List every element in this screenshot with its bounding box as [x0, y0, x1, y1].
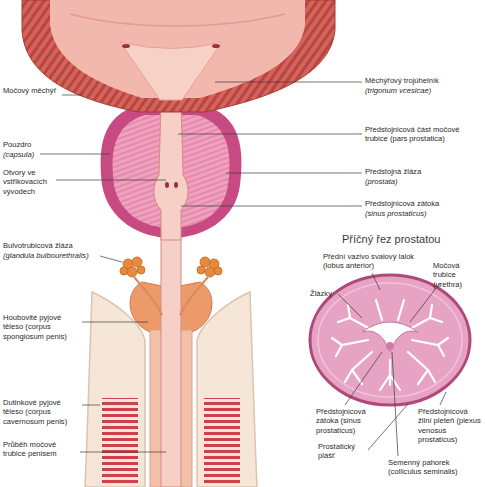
colliculus: [386, 342, 394, 350]
part-label: Měchýřový trojúhelník: [365, 76, 480, 85]
part-label: Žlázky: [310, 289, 340, 298]
part-label: Houbovité pyjové těleso (corpus spongios…: [3, 313, 81, 341]
part-label: (trigonum vcesicae): [365, 86, 480, 95]
cross-section-glands: [332, 300, 448, 390]
part-label: (glandula bulbourethralis): [3, 251, 103, 260]
part-label: Bulvotrubicová žláza: [3, 241, 103, 250]
ureter-opening: [122, 44, 130, 48]
part-label: Dutinkové pyjové těleso (corpus cavernos…: [3, 398, 81, 426]
part-label: Močový měchýř: [3, 86, 61, 95]
cavernous-bands: [204, 398, 240, 483]
part-label: Pouzdro: [3, 140, 63, 149]
part-label: Předstojnicová část močové trubice (pars…: [365, 125, 480, 144]
prostatic-urethra: [154, 100, 188, 240]
trigone: [120, 42, 222, 100]
prostate-cross-section: [310, 275, 470, 405]
bladder-fold: [70, 14, 285, 26]
part-label: Předstojnicová zátoka (sinus prostaticus…: [316, 407, 376, 435]
ureter-opening: [212, 44, 220, 48]
inset-title: Příčný řez prostatou: [342, 233, 482, 246]
bulbourethral-gland: [120, 257, 222, 277]
part-label: Předstojnicová žilní pleteň (plexus veno…: [418, 407, 482, 445]
ejaculatory-opening: [174, 182, 178, 188]
ejaculatory-opening: [165, 182, 169, 188]
part-label: Předstojnicová zátoka: [365, 199, 480, 208]
bladder-wall: [22, 0, 335, 112]
cross-section-ring: [318, 283, 462, 397]
part-label: Otvory ve vstřikovacích vývodech: [3, 168, 65, 196]
cavernous-bands: [102, 398, 138, 483]
part-label: Prostatický plášť: [318, 442, 366, 461]
part-label: (prostata): [365, 177, 480, 186]
cross-section-urethra: [362, 322, 418, 352]
part-label: Semenný pahorek (colliculus seminalis): [388, 458, 478, 477]
part-label: Průběh močové trubice penisem: [3, 440, 79, 459]
part-label: (capsula): [3, 150, 63, 159]
part-label: (sinus prostaticus): [365, 209, 480, 218]
gland-duct: [134, 277, 208, 315]
part-label: Přední vazivo svalový lalok (lobus anter…: [323, 252, 418, 271]
part-label: Močová trubice (urethra): [433, 261, 481, 289]
part-label: Předstojná žláza: [365, 167, 480, 176]
